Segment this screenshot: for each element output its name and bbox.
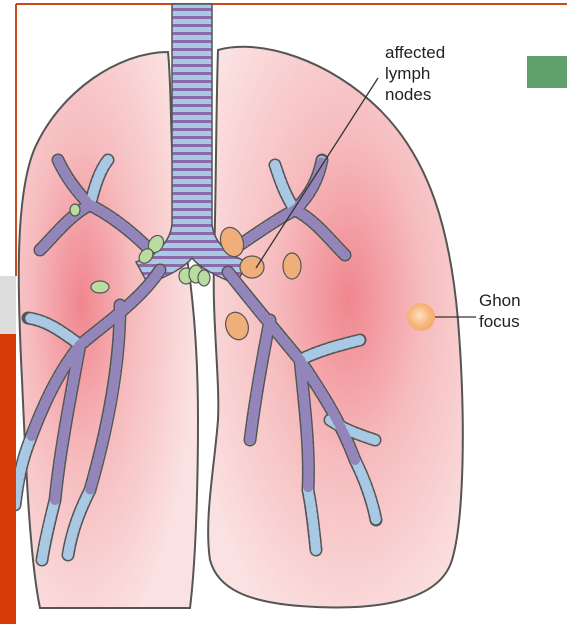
- label-line: nodes: [385, 84, 495, 105]
- slide-accent-orange-bar: [0, 334, 16, 624]
- label-line: focus: [479, 311, 559, 332]
- label-line: lymph: [385, 63, 495, 84]
- slide-accent-gray-bar: [0, 276, 16, 334]
- slide-accent-green-marker: [527, 56, 567, 88]
- ghon-focus-lesion: [407, 303, 435, 331]
- affected-lymph-nodes-label: affected lymph nodes: [385, 42, 495, 105]
- label-line: Ghon: [479, 290, 559, 311]
- ghon-focus-label: Ghon focus: [479, 290, 559, 332]
- label-line: affected: [385, 42, 495, 63]
